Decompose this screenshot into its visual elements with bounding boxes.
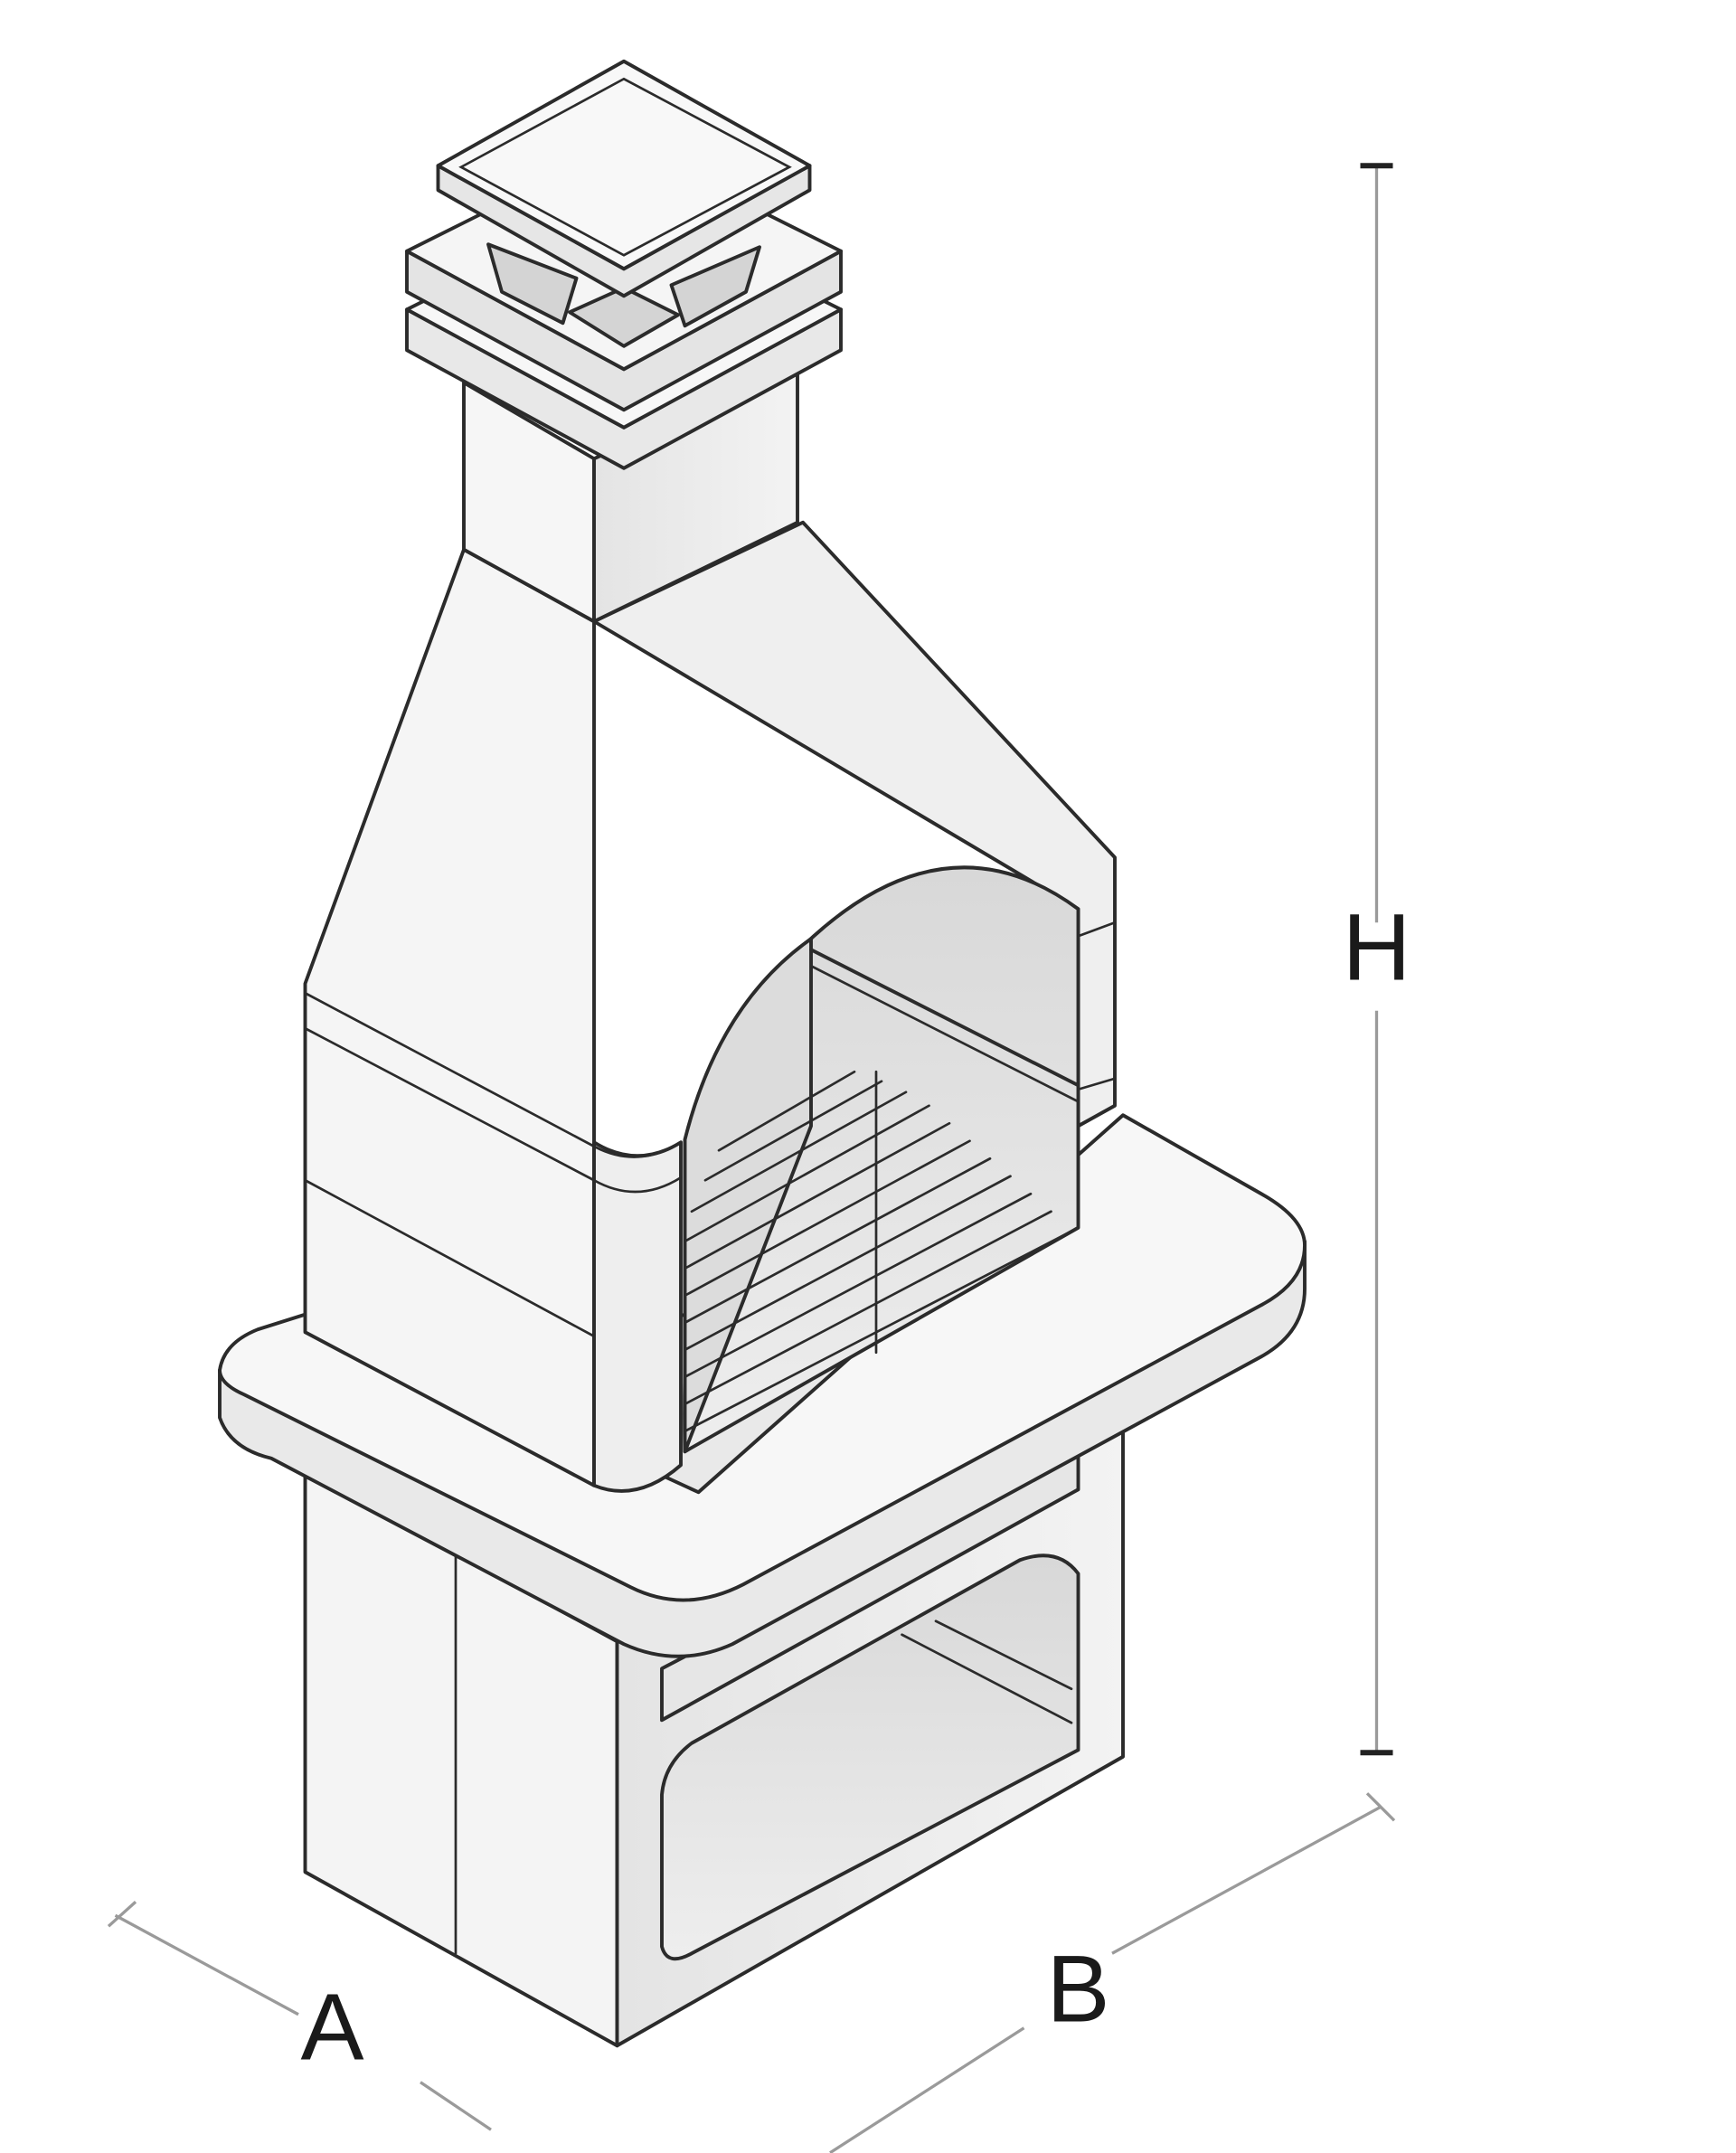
hood-band-2: [304, 1026, 596, 1182]
firebox-rear-ledge: [809, 948, 1080, 1088]
dimension-label-h: H: [1343, 894, 1411, 1000]
hood-left-face: [303, 547, 596, 1487]
base-storage-opening: [660, 1553, 1080, 1961]
dimension-height: [1360, 163, 1393, 1756]
hood-body: [303, 520, 1117, 1493]
cap-vent-right: [669, 245, 761, 328]
hood-band-right: [1077, 921, 1117, 938]
hood-band-right-2: [1077, 1077, 1117, 1091]
chimney: [462, 364, 799, 624]
dimension-label-a: A: [300, 1974, 363, 2080]
grill-grate: [684, 1070, 1080, 1433]
hood-band-3: [304, 1178, 596, 1338]
cap-top-slab: [436, 59, 812, 271]
firebox: [683, 865, 1080, 1454]
cap-vent-front: [568, 286, 680, 348]
firebox-inner-side: [683, 937, 813, 1454]
firebox-rear-ledge-2: [809, 964, 1080, 1103]
cap-top-slab-inner: [458, 77, 792, 257]
dimension-width: [107, 1901, 492, 2131]
hood-front-pillar: [592, 1140, 683, 1493]
base-opening-back-shadow: [901, 1619, 1073, 1724]
chimney-cap: [405, 59, 843, 470]
hood-band-1: [304, 991, 596, 1148]
base-cabinet: [303, 1361, 1125, 2048]
dimension-length: [829, 1792, 1396, 2153]
hood-band-front: [592, 1140, 683, 1194]
cap-vent-left: [486, 242, 579, 326]
dimension-label-b: B: [1046, 1936, 1109, 2042]
